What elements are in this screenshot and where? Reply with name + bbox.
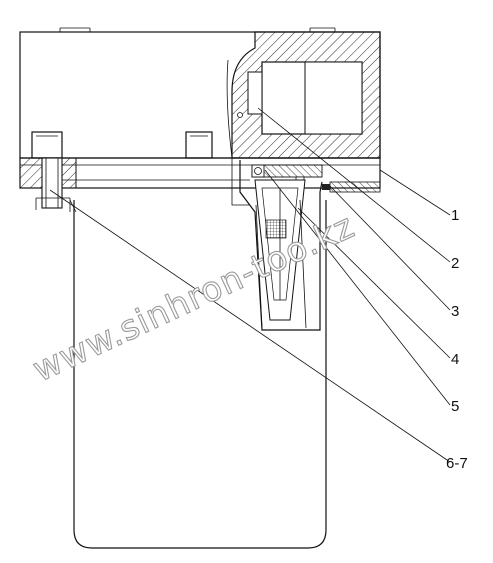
callout-labels: 1 2 3 4 5 6-7 bbox=[446, 207, 468, 472]
outlet-port-section bbox=[231, 31, 381, 159]
callout-6-7: 6-7 bbox=[446, 455, 468, 472]
bolt-heads bbox=[31, 131, 213, 159]
callout-4: 4 bbox=[451, 351, 459, 368]
leader-lines bbox=[49, 107, 451, 463]
filter-element-section bbox=[226, 59, 323, 331]
bolt-6-7 bbox=[35, 157, 71, 212]
callout-3: 3 bbox=[451, 303, 459, 320]
callout-5: 5 bbox=[451, 398, 459, 415]
flange-plate bbox=[19, 157, 381, 193]
callout-1: 1 bbox=[451, 207, 459, 224]
callout-2: 2 bbox=[451, 255, 459, 272]
watermark-text: www.sinhron-too.kz bbox=[27, 206, 361, 390]
